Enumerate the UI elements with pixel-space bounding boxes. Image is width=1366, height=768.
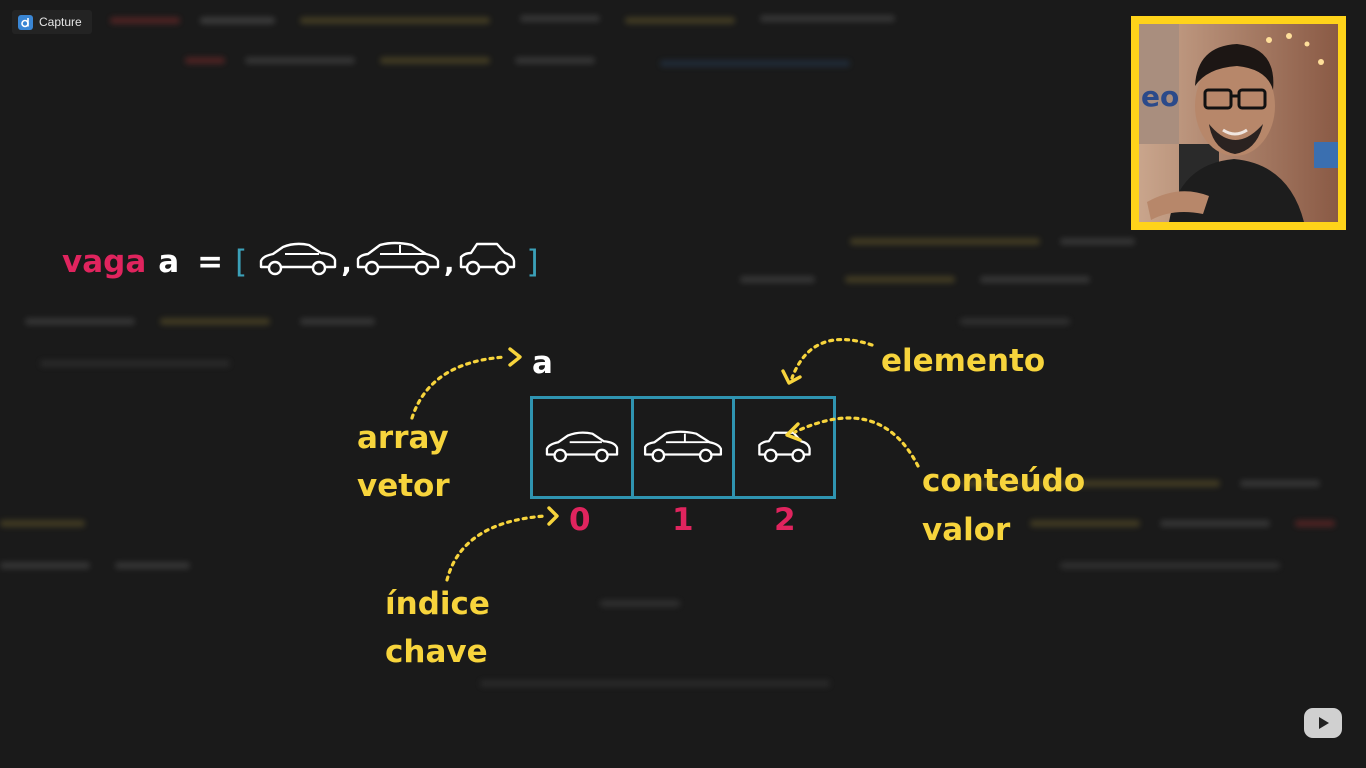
svg-text:eo: eo: [1141, 80, 1179, 113]
label-indice: índice: [385, 586, 490, 622]
equals-sign: =: [197, 244, 224, 280]
index-2: 2: [774, 502, 796, 538]
small-car-icon: [755, 428, 813, 468]
array-cell-1: [631, 399, 732, 496]
keyword-vaga: vaga: [62, 244, 147, 280]
index-1: 1: [672, 502, 694, 538]
array-cell-0: [533, 399, 631, 496]
capture-logo-icon: [18, 14, 33, 30]
open-bracket: [: [235, 244, 248, 280]
comma-separator: ,: [443, 245, 455, 279]
array-cell-2: [732, 399, 833, 496]
sedan-car-icon: [542, 428, 622, 468]
hatchback-car-icon: [354, 239, 442, 285]
youtube-play-icon[interactable]: [1304, 708, 1342, 738]
small-car-icon: [457, 239, 517, 285]
array-box: [530, 396, 836, 499]
capture-badge-label: Capture: [39, 15, 82, 29]
label-conteudo: conteúdo: [922, 463, 1086, 499]
array-name-label: a: [532, 345, 553, 381]
label-array: array: [357, 420, 449, 456]
index-0: 0: [569, 502, 591, 538]
presenter-image: eo: [1139, 24, 1338, 222]
label-elemento: elemento: [881, 343, 1046, 379]
sedan-car-icon: [257, 239, 339, 285]
label-chave: chave: [385, 634, 488, 670]
comma-separator: ,: [341, 245, 352, 279]
code-declaration: vaga a = [ , , ]: [62, 238, 539, 286]
hatchback-car-icon: [640, 428, 726, 468]
identifier-a: a: [158, 244, 180, 280]
label-vetor: vetor: [357, 468, 450, 504]
capture-badge[interactable]: Capture: [12, 10, 92, 34]
webcam-video: eo: [1131, 16, 1346, 230]
label-valor: valor: [922, 512, 1011, 548]
close-bracket: ]: [526, 244, 539, 280]
